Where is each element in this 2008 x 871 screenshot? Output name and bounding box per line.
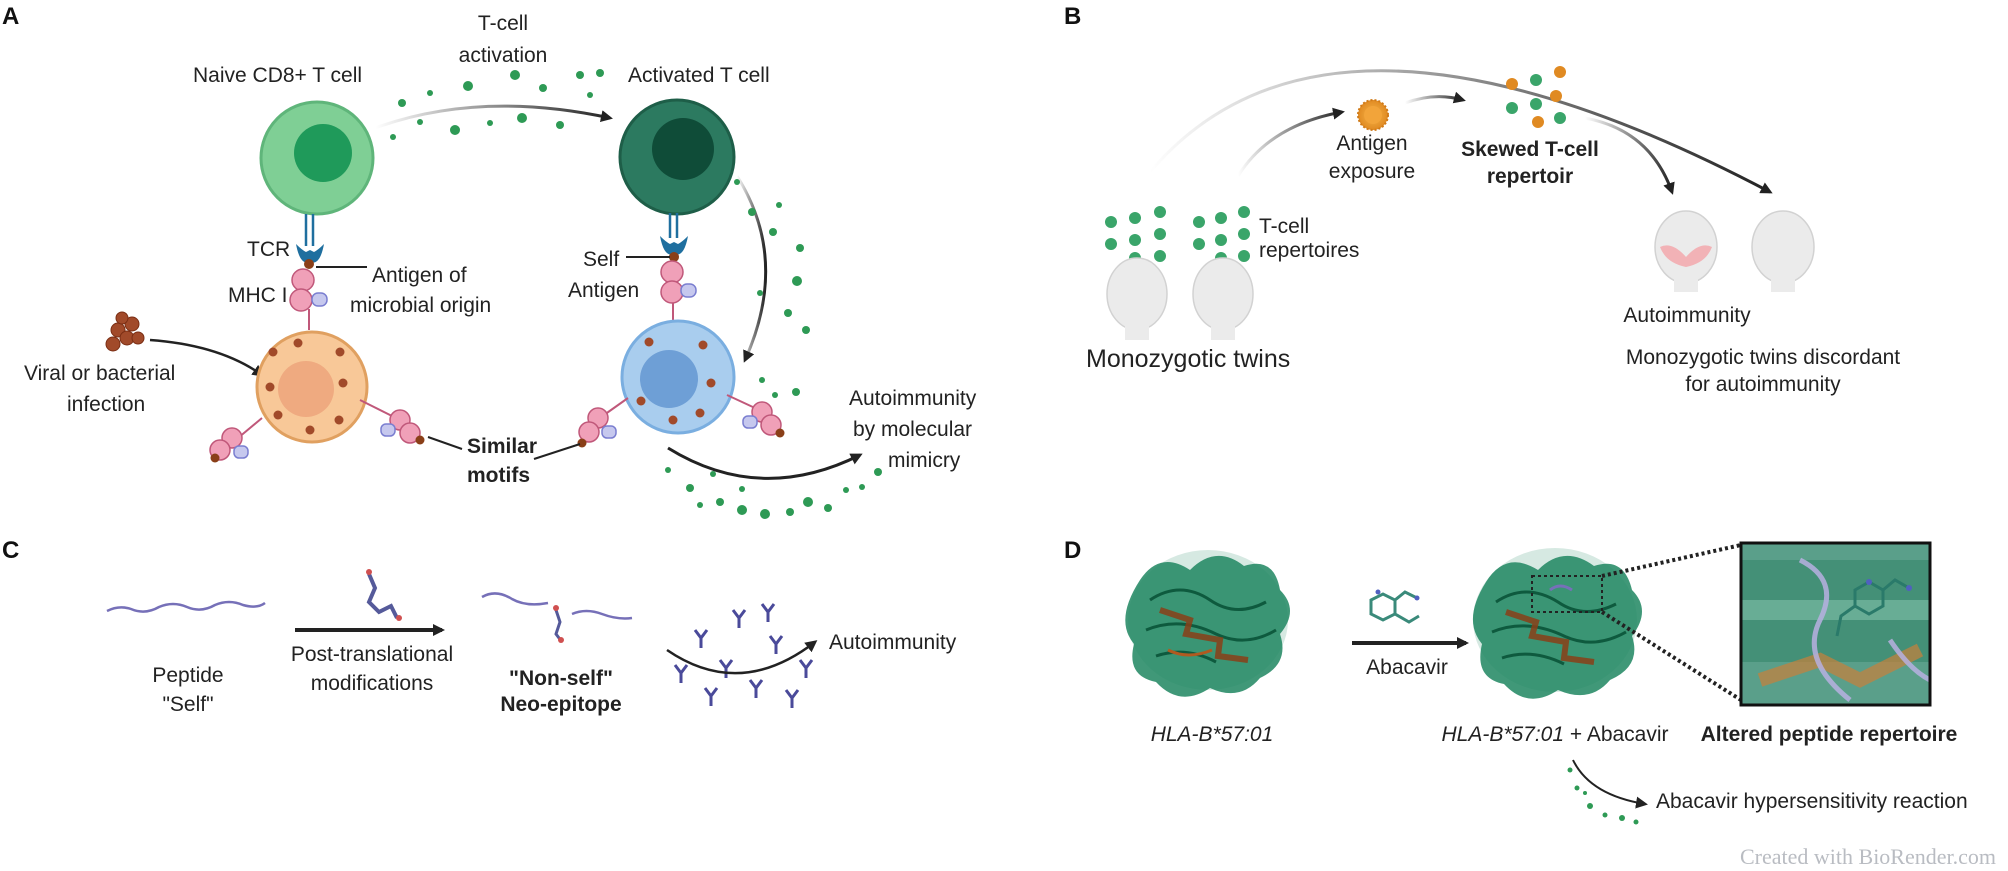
panel-label-d: D <box>1064 537 1081 564</box>
mhc-label: MHC I <box>228 284 288 307</box>
antibody-icons <box>673 603 814 708</box>
infection-label-2: infection <box>67 393 145 416</box>
ptm-label-1: Post-translational <box>291 643 453 666</box>
autoimmunity-label: Autoimmunity <box>1623 304 1751 327</box>
self-antigen-label-1: Self <box>583 248 619 271</box>
antigen-microbial-label-2: microbial origin <box>350 294 491 317</box>
ptm-label-2: modifications <box>311 672 434 695</box>
hypersensitivity-arrow <box>1572 759 1648 809</box>
mimicry-label-2: by molecular <box>853 418 972 441</box>
self-antigen-label-2: Antigen <box>568 279 639 302</box>
discordant-label-1: Monozygotic twins discordant <box>1626 346 1900 369</box>
infected-cell-nucleus <box>278 361 334 417</box>
mhc-i-icon <box>359 399 425 445</box>
skew-arrow <box>1404 91 1466 105</box>
twin-head-icon <box>1106 257 1168 340</box>
activated-t-cell-nucleus <box>652 118 714 180</box>
mhc-i-icon <box>209 417 263 463</box>
skewed-label-1: Skewed T-cell <box>1461 138 1599 161</box>
infection-label-1: Viral or bacterial <box>24 362 175 385</box>
activated-cell-label: Activated T cell <box>628 64 770 87</box>
binding-site-box <box>1531 575 1603 613</box>
mhc-i-icon <box>726 394 785 438</box>
peptide-label-1: Peptide <box>152 664 223 687</box>
autoimmunity-c-label: Autoimmunity <box>829 631 957 654</box>
antigen-particles <box>265 338 348 435</box>
twin-repertoire-cluster-1 <box>1105 206 1166 264</box>
tcr-icon <box>296 214 324 263</box>
cytokine-particles <box>665 467 882 519</box>
panel-label-c: C <box>2 537 19 564</box>
neo-epitope-modification-icon <box>553 605 564 643</box>
neo-epitope-peptide-icon <box>481 592 633 620</box>
antigen-microbial-label-1: Antigen of <box>372 264 467 287</box>
motif-pointer-right <box>533 443 581 460</box>
similar-motifs-label-1: Similar <box>467 435 537 458</box>
discordant-label-2: for autoimmunity <box>1685 373 1841 396</box>
skewed-repertoire-cluster <box>1506 66 1566 128</box>
mhc-i-icon <box>289 259 328 330</box>
exposure-arrow <box>1236 107 1345 177</box>
mhc-i-icon <box>577 397 629 448</box>
panel-a: Naive CD8+ T cell TCR MHC I Antigen of m… <box>24 12 977 519</box>
antigen-exposure-label-2: exposure <box>1329 160 1415 183</box>
mhc-i-icon <box>660 252 697 322</box>
self-antigen-particles <box>636 337 716 425</box>
panel-b: Antigen exposure Skewed T-cell repertoir… <box>1086 66 1900 396</box>
panel-label-a: A <box>2 3 19 30</box>
panel-c: Peptide "Self" Post-translational modifi… <box>106 569 957 716</box>
cytokine-particles <box>734 179 810 398</box>
modification-molecule-icon <box>366 569 402 621</box>
self-peptide-icon <box>106 600 266 613</box>
mimicry-label-1: Autoimmunity <box>849 387 977 410</box>
panel-d: HLA-B*57:01 Abacavir HLA-B*57:01 + Abaca… <box>1125 541 1968 825</box>
twin-head-icon <box>1192 257 1254 340</box>
mimicry-arrow <box>667 446 863 480</box>
biorender-watermark: Created with BioRender.com <box>1740 844 1996 869</box>
autoimmunity-c-arrow <box>666 640 818 675</box>
motif-pointer-left <box>427 436 463 450</box>
panel-label-b: B <box>1064 3 1081 30</box>
repertoires-label-2: repertoires <box>1259 239 1359 262</box>
hypersensitivity-label: Abacavir hypersensitivity reaction <box>1656 790 1968 813</box>
abacavir-molecule-icon <box>1369 589 1420 624</box>
twin-repertoire-cluster-2 <box>1193 206 1250 264</box>
hla-abacavir-protein-structure <box>1472 548 1642 699</box>
mimicry-label-3: mimicry <box>888 449 961 472</box>
hla-abacavir-label: HLA-B*57:01 + Abacavir <box>1441 723 1668 746</box>
discordance-arc-arrow <box>1148 69 1773 194</box>
activation-arrow <box>374 104 613 130</box>
activation-label-1: T-cell <box>478 12 528 35</box>
neo-label-1: "Non-self" <box>509 667 613 690</box>
naive-cell-label: Naive CD8+ T cell <box>193 64 362 87</box>
twins-label: Monozygotic twins <box>1086 345 1290 373</box>
cytokine-particles <box>390 69 604 140</box>
peptide-label-2: "Self" <box>162 693 213 716</box>
autoimmune-head-icon <box>1654 210 1718 292</box>
binding-site-inset <box>1739 541 1932 707</box>
repertoires-label-1: T-cell <box>1259 215 1309 238</box>
skewed-label-2: repertoir <box>1487 165 1573 188</box>
autoimmunity-arrow <box>1584 116 1675 195</box>
hla-protein-structure <box>1125 550 1290 697</box>
tcr-icon <box>660 213 688 255</box>
attack-arrow <box>735 175 768 363</box>
infection-arrow <box>149 338 265 377</box>
antigen-icon <box>1357 99 1389 131</box>
activation-label-2: activation <box>459 44 548 67</box>
tcr-label: TCR <box>247 238 290 261</box>
altered-label: Altered peptide repertoire <box>1701 723 1958 746</box>
naive-t-cell-nucleus <box>294 124 352 182</box>
similar-motifs-label-2: motifs <box>467 464 530 487</box>
target-cell-nucleus <box>640 350 698 408</box>
antigen-exposure-label-1: Antigen <box>1336 132 1407 155</box>
virus-cluster-icon <box>105 311 145 352</box>
hla-label: HLA-B*57:01 <box>1151 723 1274 746</box>
abacavir-label: Abacavir <box>1366 656 1448 679</box>
healthy-head-icon <box>1751 210 1815 292</box>
cytokine-particles <box>1567 767 1639 825</box>
neo-label-2: Neo-epitope <box>500 693 621 716</box>
